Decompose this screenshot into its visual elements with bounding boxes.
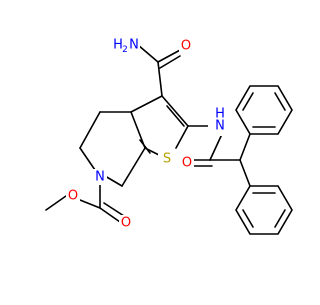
- atom-label-nh-n: N: [215, 119, 225, 134]
- atom-label-nh2-n: N: [129, 38, 139, 53]
- bond-carbamate-c-o: [99, 207, 121, 223]
- bond-phenyl1-ring: [235, 85, 293, 135]
- bond-ring-c7-c7a: [121, 147, 146, 187]
- bond-group: [45, 44, 293, 235]
- bond-ch-phenyl1: [239, 133, 251, 161]
- atom-label-ring-n: N: [95, 170, 105, 185]
- bond-thio-c3-c2: [161, 95, 189, 127]
- bond-thio-c3-c2-double: [166, 105, 185, 127]
- bond-carboxamide-c-o-double: [159, 55, 181, 69]
- bond-phenyl2-double-c: [242, 209, 254, 228]
- atom-amide-nh: N H: [208, 107, 232, 136]
- bond-nh-acyl-c: [209, 133, 223, 161]
- bond-thio-c7a-double: [139, 139, 151, 154]
- bond-ch-phenyl2: [239, 159, 251, 187]
- atom-label-nh2-sub: 2: [122, 45, 128, 55]
- atom-ring-nitrogen: N: [93, 169, 107, 185]
- atom-carboxamide-nh2: H 2 N: [112, 36, 140, 55]
- atom-label-nh2-h: H: [113, 38, 123, 53]
- atom-thiophene-sulfur: S: [158, 150, 176, 168]
- atom-label-carboxamide-o: O: [181, 39, 191, 54]
- atom-carbamate-carbonyl-oxygen: O: [119, 215, 133, 231]
- atom-label-group: H 2 N O N H S N O: [66, 36, 232, 231]
- bond-phenyl2-ring: [235, 185, 293, 235]
- bond-ring-c4a-c7a: [130, 111, 146, 149]
- atom-methoxy-oxygen: O: [66, 188, 80, 204]
- chemical-structure-diagram: H 2 N O N H S N O: [45, 36, 293, 235]
- bond-phenyl1-double-a: [242, 92, 254, 111]
- bond-ome-methyl: [45, 195, 67, 211]
- bond-ring-c4-c5: [79, 111, 101, 149]
- atom-label-nh-h: H: [215, 107, 225, 122]
- bond-carboxamide-c-o: [157, 48, 183, 63]
- atom-carboxamide-oxygen: O: [179, 38, 193, 54]
- bond-ring-n6-c7: [104, 175, 123, 187]
- bond-phenyl2-double-b: [274, 209, 286, 228]
- bond-phenyl1-double-b: [274, 92, 286, 111]
- bond-ring-c5-n6: [79, 147, 96, 171]
- bond-thio-c2-s: [175, 125, 189, 149]
- bond-carbamate-c-ome: [79, 199, 101, 209]
- bond-c3-carboxamide-c: [157, 61, 163, 97]
- bond-carbamate-c-o-double: [103, 202, 125, 217]
- bond-thio-c4a-c3: [130, 95, 163, 113]
- atom-label-acyl-o: O: [182, 156, 192, 171]
- atom-label-thiophene-s: S: [163, 152, 171, 167]
- structure-canvas: H 2 N O N H S N O: [45, 36, 293, 235]
- atom-label-methoxy-o: O: [68, 189, 78, 204]
- atom-label-carbamate-o: O: [121, 216, 131, 231]
- atom-acyl-oxygen: O: [180, 155, 194, 171]
- bond-carboxamide-c-n: [137, 44, 159, 63]
